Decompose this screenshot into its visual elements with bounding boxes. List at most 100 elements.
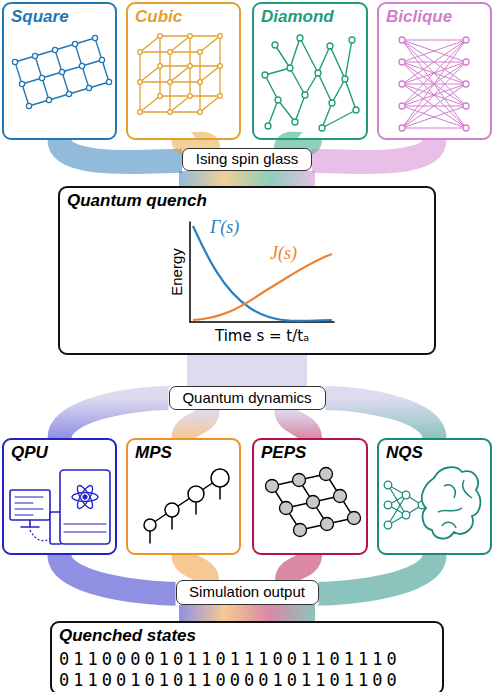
atom-orbit xyxy=(72,493,98,502)
tensor xyxy=(294,524,307,537)
node-title: Quantum quench xyxy=(67,191,427,211)
bit-string: 011000010110111001101110 011001010110000… xyxy=(59,649,435,691)
edge-line xyxy=(402,40,466,41)
vertex-dot xyxy=(188,34,193,39)
flow-band xyxy=(184,555,207,580)
vertex-dot xyxy=(399,103,405,109)
edge-line xyxy=(278,100,295,122)
edge-line xyxy=(95,38,102,60)
vertex-dot xyxy=(265,123,271,129)
edge-line xyxy=(268,100,278,126)
edge-line xyxy=(402,40,466,62)
brain-fold xyxy=(463,480,472,498)
edge-line xyxy=(402,62,466,128)
tensor xyxy=(348,512,361,525)
edge-line xyxy=(75,44,82,66)
output-panel: Quenched states011000010110111001101110 … xyxy=(50,621,444,692)
edge-line xyxy=(190,95,220,96)
vertex-dot xyxy=(138,80,143,85)
edge-line xyxy=(265,68,290,75)
edge-line xyxy=(170,96,190,112)
vertex-dot xyxy=(463,125,469,131)
edge-line xyxy=(402,40,466,128)
node-title: Cubic xyxy=(135,7,232,27)
vertex-dot xyxy=(463,59,469,65)
node-title: NQS xyxy=(386,443,483,463)
tensor xyxy=(144,519,156,531)
atom-core xyxy=(83,495,87,499)
cabinet xyxy=(60,470,110,544)
edge-line xyxy=(402,106,466,128)
monitor xyxy=(10,490,50,520)
vertex-dot xyxy=(399,125,405,131)
tensor xyxy=(280,502,293,515)
flow-band xyxy=(326,398,435,438)
brain-outline xyxy=(422,467,481,538)
vertex-dot xyxy=(292,119,298,125)
vertex-dot xyxy=(218,34,223,39)
vertex-dot xyxy=(353,107,359,113)
edge-line xyxy=(402,128,466,129)
edge-line xyxy=(199,82,200,112)
edge-line xyxy=(140,66,160,82)
flow-band xyxy=(287,555,310,580)
vertex-dot xyxy=(158,94,163,99)
vertex-dot xyxy=(198,110,203,115)
lattice-card: Biclique xyxy=(377,2,492,140)
stage-label: Ising spin glass xyxy=(182,148,312,171)
node-title: Square xyxy=(11,7,108,27)
vertex-dot xyxy=(463,103,469,109)
vertex-dot xyxy=(342,76,348,82)
edge-line xyxy=(171,517,173,529)
cubic-lattice xyxy=(138,34,223,115)
vertex-dot xyxy=(39,75,44,80)
vertex-dot xyxy=(463,37,469,43)
vertex-dot xyxy=(66,91,71,96)
vertex-dot xyxy=(302,92,308,98)
edge-line xyxy=(55,50,62,72)
neuron xyxy=(402,511,410,519)
edge-line xyxy=(190,65,220,66)
diamond-lattice xyxy=(262,35,359,131)
edge-line xyxy=(290,68,305,95)
edge-line xyxy=(305,73,318,95)
energy-plot xyxy=(190,222,334,322)
vertex-dot xyxy=(168,50,173,55)
vertex-dot xyxy=(79,63,84,68)
edge-line xyxy=(170,36,190,52)
method-card: PEPS xyxy=(252,438,368,555)
vertex-dot xyxy=(188,94,193,99)
edge-line xyxy=(200,96,220,112)
edge-line xyxy=(345,40,352,79)
tensor xyxy=(165,503,179,517)
edge-line xyxy=(199,52,200,82)
edge-line xyxy=(402,40,466,84)
edge-line xyxy=(402,40,466,62)
flow-band xyxy=(319,555,435,594)
tensor xyxy=(211,469,229,487)
lattice-card: Diamond xyxy=(252,2,368,140)
vertex-dot xyxy=(46,97,51,102)
edge-line xyxy=(159,36,160,66)
node-title: MPS xyxy=(135,443,232,463)
vertex-dot xyxy=(106,79,111,84)
axis-label: Time s = t/tₐ xyxy=(215,327,309,345)
vertex-dot xyxy=(349,37,355,43)
vertex-dot xyxy=(168,110,173,115)
brain xyxy=(422,467,481,538)
lattice-card: Square xyxy=(2,2,117,140)
tensor xyxy=(188,486,204,502)
vertex-dot xyxy=(72,41,77,46)
vertex-dot xyxy=(218,94,223,99)
flow-band xyxy=(179,171,315,186)
vertex-dot xyxy=(198,80,203,85)
atom-orbit xyxy=(75,483,96,510)
flow-band xyxy=(312,140,435,162)
vertex-dot xyxy=(287,65,293,71)
vertex-dot xyxy=(399,81,405,87)
vertex-dot xyxy=(138,50,143,55)
edge-line xyxy=(169,82,170,112)
edge-line xyxy=(140,51,170,52)
edge-line xyxy=(140,111,170,112)
neuron xyxy=(384,521,392,529)
